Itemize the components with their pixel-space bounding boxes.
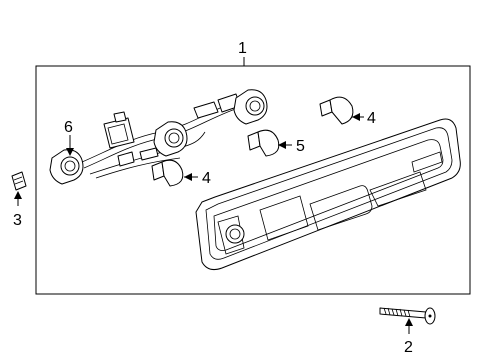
callout-2-arrowhead (405, 318, 413, 326)
callout-2-label: 2 (404, 339, 413, 356)
screw (379, 307, 436, 325)
callout-6-label: 6 (64, 119, 73, 136)
clip (11, 171, 27, 191)
assembly-boundary-box (35, 65, 471, 295)
callout-5-label: 5 (296, 138, 305, 155)
bulb-lower (151, 159, 184, 187)
callout-6-arrowhead (66, 148, 74, 156)
socket-upper (233, 89, 268, 125)
callout-3-label: 3 (13, 212, 22, 229)
callout-4b-arrowhead (184, 173, 192, 181)
callout-4a-arrowhead (352, 113, 360, 121)
callout-4b-label: 4 (202, 170, 211, 187)
callout-1-label: 1 (238, 40, 247, 57)
socket-middle (153, 121, 188, 157)
bulb-center (247, 129, 280, 157)
lens-cap (225, 224, 245, 244)
bulb-upper (319, 96, 354, 125)
lamp-housing (195, 118, 461, 270)
callout-4a-label: 4 (367, 110, 376, 127)
callout-3-arrowhead (14, 191, 22, 199)
socket-left (49, 149, 84, 185)
callout-5-arrowhead (278, 141, 286, 149)
